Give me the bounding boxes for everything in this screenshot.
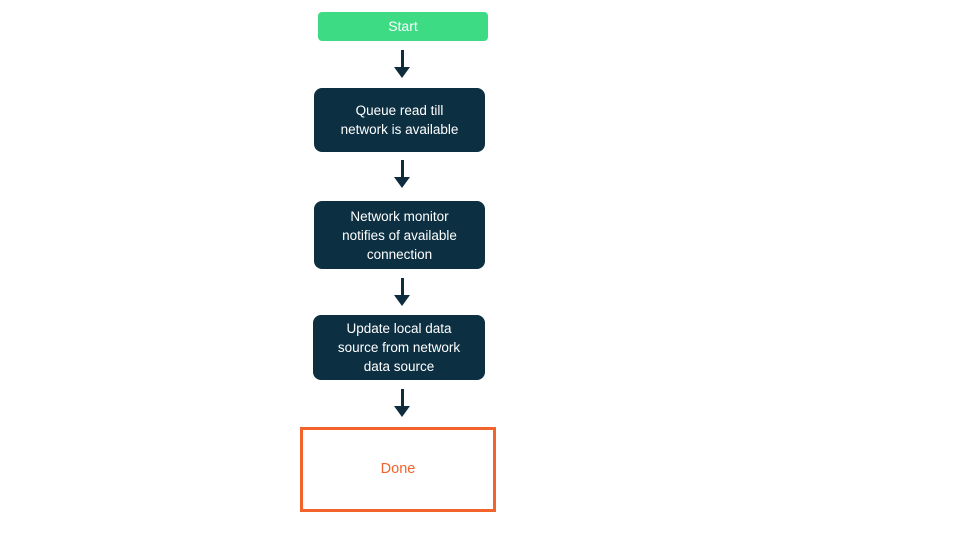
arrow-stem bbox=[400, 50, 404, 67]
flow-node-network-monitor-label-line-1: Network monitor bbox=[350, 208, 449, 224]
arrow-head bbox=[394, 67, 410, 78]
flow-node-update-local: Update local data source from network da… bbox=[313, 315, 485, 380]
arrow-down-icon bbox=[394, 50, 410, 78]
arrow-head bbox=[394, 406, 410, 417]
flow-node-update-local-label-line-2: source from network bbox=[337, 340, 461, 355]
flow-node-network-monitor-label-line-3: connection bbox=[366, 246, 433, 262]
flow-node-done-label: Done bbox=[380, 461, 416, 477]
flow-node-done: Done bbox=[300, 427, 496, 512]
arrow-down-icon bbox=[394, 278, 410, 306]
flow-node-queue-read: Queue read till network is available bbox=[314, 88, 485, 152]
arrow-head bbox=[394, 177, 410, 188]
arrow-down-icon bbox=[394, 389, 410, 417]
flow-node-network-monitor-label-line-2: notifies of available bbox=[342, 227, 457, 243]
arrow-down-icon bbox=[394, 160, 410, 188]
flow-node-network-monitor: Network monitor notifies of available co… bbox=[314, 201, 485, 269]
flow-node-update-local-label-line-1: Update local data bbox=[346, 321, 452, 336]
flow-node-start: Start bbox=[318, 12, 488, 41]
flow-node-queue-read-label-line-1: Queue read till bbox=[355, 103, 444, 118]
arrow-stem bbox=[400, 278, 404, 295]
arrow-head bbox=[394, 295, 410, 306]
arrow-stem bbox=[400, 160, 404, 177]
flow-node-queue-read-label-line-2: network is available bbox=[340, 122, 459, 137]
flow-node-update-local-label-line-3: data source bbox=[363, 359, 435, 374]
arrow-stem bbox=[400, 389, 404, 406]
flow-node-start-label: Start bbox=[388, 18, 418, 34]
